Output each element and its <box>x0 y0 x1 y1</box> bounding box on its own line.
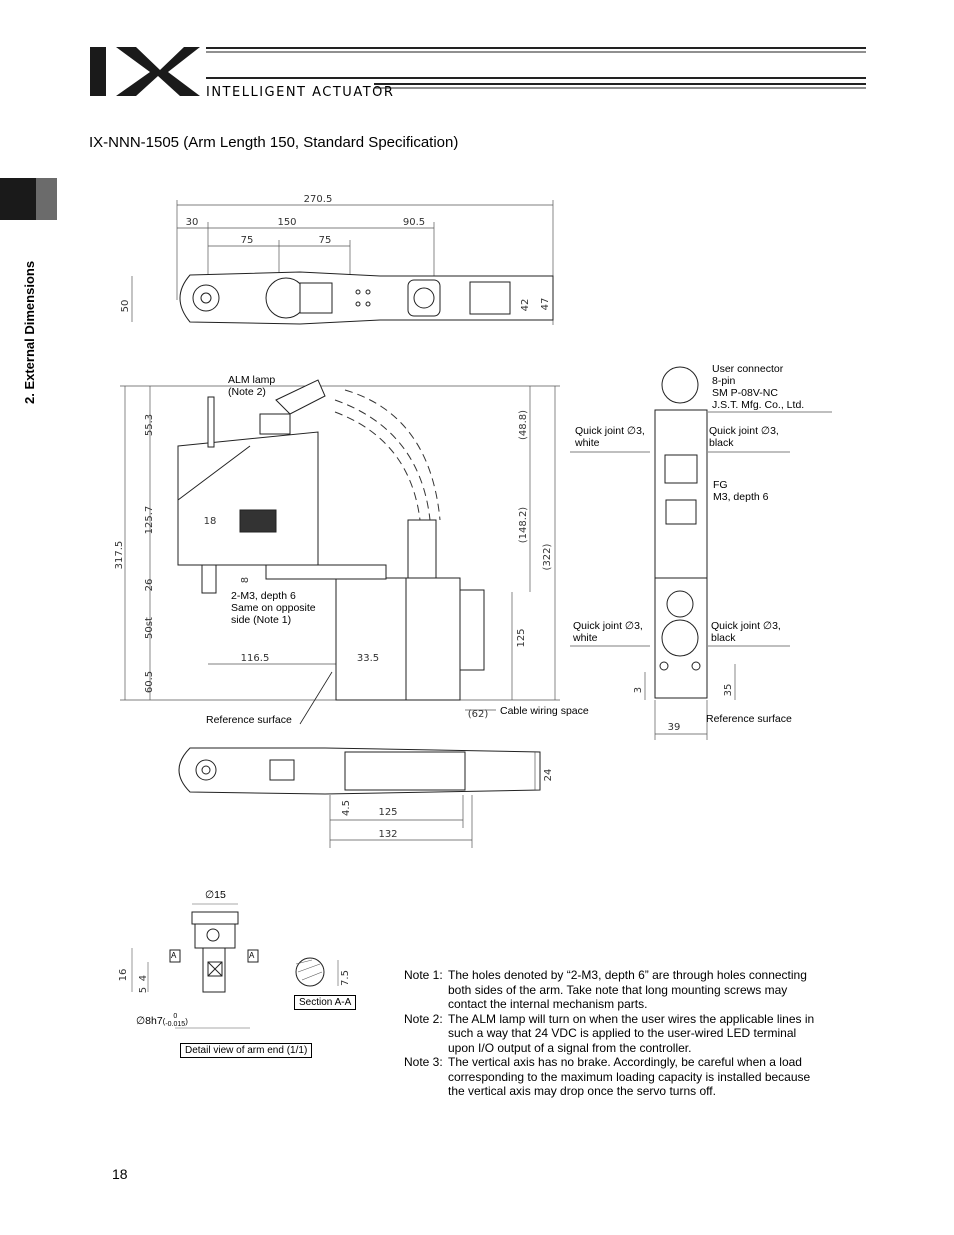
dimension-side-5: 60.5 <box>144 671 155 693</box>
quick-joint-black-bottom-label: Quick joint ∅3, black <box>711 620 781 644</box>
dimension-right-2: 39 <box>668 722 681 733</box>
dimension-detail-1: 5 <box>138 987 149 993</box>
notes: Note 1:The holes denoted by “2-M3, depth… <box>404 968 824 1099</box>
dimension-bottom-3: 132 <box>378 829 397 840</box>
detail-view-label: Detail view of arm end (1/1) <box>180 1043 313 1058</box>
dimension-side-4: 50st <box>144 617 155 639</box>
reference-surface-right-label: Reference surface <box>706 713 792 725</box>
logo <box>88 44 200 98</box>
dimension-side-1: 125.7 <box>144 506 155 535</box>
note-1: Note 1:The holes denoted by “2-M3, depth… <box>404 968 807 1011</box>
tolerance-lower: -0.015 <box>165 1021 186 1028</box>
dimension-right-1: 35 <box>723 684 734 697</box>
dimension-side-3: 26 <box>144 579 155 592</box>
dimension-side-0: 55.3 <box>144 414 155 436</box>
header-rules <box>206 47 866 89</box>
dimension-top-8: 47 <box>540 298 551 311</box>
dimension-top-6: 50 <box>120 300 131 313</box>
dimension-top-7: 42 <box>520 299 531 312</box>
brand-name: INTELLIGENT ACTUATOR <box>206 85 395 100</box>
section-mark-left: A <box>171 951 177 960</box>
alm-lamp-label: ALM lamp (Note 2) <box>228 374 276 398</box>
side-tab-block <box>0 178 36 220</box>
page-number: 18 <box>112 1166 128 1182</box>
dimension-top-1: 30 <box>186 217 199 228</box>
dimension-side-10: (48.8) <box>518 410 529 440</box>
dimension-bottom-1: 4.5 <box>341 800 352 816</box>
quick-joint-black-top-label: Quick joint ∅3, black <box>709 425 779 449</box>
mount-holes-label: 2-M3, depth 6 Same on opposite side (Not… <box>231 590 316 626</box>
tolerance-upper: 0 <box>173 1013 178 1020</box>
logo-graphic <box>90 47 200 96</box>
dimension-side-6: 18 <box>204 516 217 527</box>
dimension-detail-0: 16 <box>118 969 129 982</box>
dimension-right-0: 3 <box>633 687 644 693</box>
dimension-top-4: 75 <box>241 235 254 246</box>
cable-wiring-space-label: Cable wiring space <box>500 705 589 717</box>
note-3: Note 3:The vertical axis has no brake. A… <box>404 1055 811 1098</box>
dimension-side-2: 317.5 <box>114 541 125 570</box>
shaft-label: ∅8h7(0-0.015) <box>136 1013 188 1028</box>
dimension-side-13: 125 <box>516 628 527 647</box>
dimension-side-8: 116.5 <box>241 653 270 664</box>
side-tab-shade <box>36 178 57 220</box>
fg-label: FG M3, depth 6 <box>713 479 769 503</box>
section-mark-right: A <box>249 951 255 960</box>
quick-joint-white-top-label: Quick joint ∅3, white <box>575 425 645 449</box>
dimension-top-0: 270.5 <box>304 194 333 205</box>
dimension-bottom-2: 125 <box>378 807 397 818</box>
dimension-top-3: 90.5 <box>403 217 425 228</box>
dimension-side-11: (148.2) <box>518 507 529 544</box>
reference-surface-left-label: Reference surface <box>206 714 292 726</box>
dimension-side-14: (62) <box>468 709 489 720</box>
dimension-labels: 270.5 30 150 90.5 75 75 50 42 47 55.3 125.7 317.5 26… <box>114 194 734 993</box>
dimension-top-2: 150 <box>277 217 296 228</box>
phi15-label: ∅15 <box>205 889 226 901</box>
dimension-side-9: 33.5 <box>357 653 379 664</box>
page-title: IX-NNN-1505 (Arm Length 150, Standard Sp… <box>89 134 459 151</box>
dimension-side-12: (322) <box>542 543 553 570</box>
shaft-diameter: ∅8h7 <box>136 1014 163 1027</box>
dimension-detail-3: 7.5 <box>340 970 351 986</box>
dimension-bottom-0: 24 <box>543 769 554 782</box>
note-2: Note 2:The ALM lamp will turn on when th… <box>404 1011 815 1055</box>
dimension-top-5: 75 <box>319 235 332 246</box>
dimension-side-7: 8 <box>240 577 251 583</box>
user-connector-label: User connector 8-pin SM P-08V-NC J.S.T. … <box>712 363 805 411</box>
quick-joint-white-bottom-label: Quick joint ∅3, white <box>573 620 643 644</box>
dimension-detail-2: 4 <box>138 975 149 981</box>
section-label: Section A-A <box>294 995 357 1010</box>
